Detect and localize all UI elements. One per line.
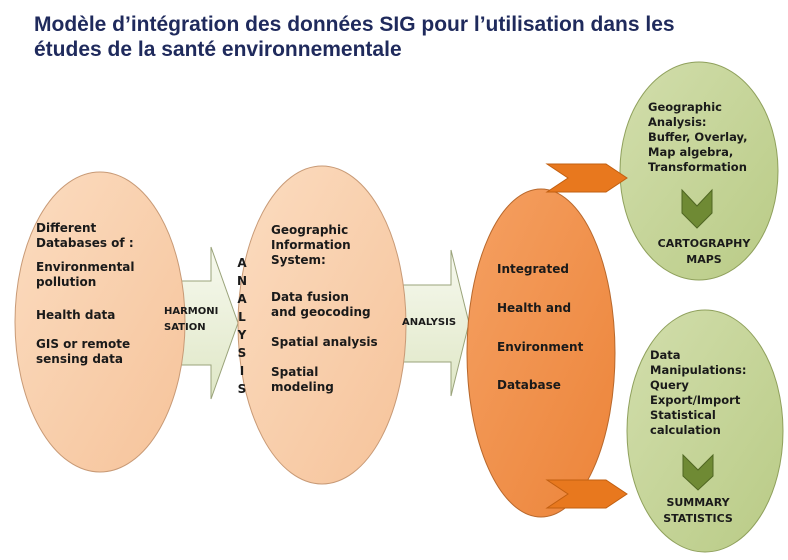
gis-item-spatial: Spatial (271, 365, 319, 379)
cartography-down-arrow (681, 188, 713, 229)
analysis-letter: A (237, 256, 247, 270)
gis-heading-3: System: (271, 253, 326, 267)
analysis-letter: Y (237, 328, 247, 342)
data-manip-line-5: Statistical (650, 408, 716, 422)
geographic-analysis-ellipse (619, 61, 779, 281)
databases-item-health: Health data (36, 308, 116, 322)
harmonisation-line-2: SATION (164, 322, 206, 333)
integrated-line-4: Database (497, 378, 561, 392)
page-title-line-2: études de la santé environnementale (34, 38, 402, 61)
data-manip-line-2: Manipulations: (650, 363, 747, 377)
integrated-line-1: Integrated (497, 262, 569, 276)
databases-item-gis: GIS or remote (36, 337, 131, 351)
analysis-letter: L (238, 310, 246, 324)
cartography-maps-label: CARTOGRAPHY MAPS (650, 236, 758, 268)
page-title-line-1: Modèle d’intégration des données SIG pou… (34, 13, 675, 36)
statistics-down-arrow (682, 453, 714, 491)
databases-item-sensing: sensing data (36, 352, 123, 366)
statistics-line: STATISTICS (663, 512, 733, 525)
databases-heading-1: Different (36, 221, 97, 235)
gis-item-modeling: modeling (271, 380, 334, 394)
integrated-line-3: Environment (497, 340, 584, 354)
data-manip-line-6: calculation (650, 423, 721, 437)
databases-item-pollution: pollution (36, 275, 97, 289)
gis-text: Geographic Information System: Data fusi… (271, 223, 378, 395)
analysis-letter: N (236, 274, 248, 288)
integrated-database-ellipse (466, 188, 616, 518)
summary-line: SUMMARY (666, 496, 730, 509)
cartography-line: CARTOGRAPHY (657, 237, 751, 250)
analysis-vertical-label: A N A L Y S I S (235, 254, 249, 398)
geo-analysis-line-2: Analysis: (648, 115, 707, 129)
page-title: Modèle d’intégration des données SIG pou… (34, 12, 774, 62)
data-manip-line-4: Export/Import (650, 393, 741, 407)
data-manip-line-3: Query (650, 378, 689, 392)
gis-heading-2: Information (271, 238, 351, 252)
gis-item-data-fusion: Data fusion (271, 290, 349, 304)
maps-line: MAPS (686, 253, 722, 266)
harmonisation-label: HARMONI SATION (164, 305, 218, 334)
data-manip-line-1: Data (650, 348, 681, 362)
geo-analysis-line-4: Map algebra, (648, 145, 734, 159)
data-manipulations-text: Data Manipulations: Query Export/Import … (650, 348, 746, 438)
gis-item-geocoding: and geocoding (271, 305, 371, 319)
integrated-text: Integrated Health and Environment Databa… (497, 262, 583, 393)
gis-item-spatial-analysis: Spatial analysis (271, 335, 378, 349)
analysis-letter: I (239, 364, 245, 378)
analysis-arrow (396, 249, 470, 397)
analysis-arrow-label: ANALYSIS (402, 317, 457, 328)
upper-orange-arrow (545, 163, 628, 193)
analysis-letter: S (237, 382, 247, 396)
gis-ellipse (237, 165, 407, 485)
harmonisation-line-1: HARMONI (164, 306, 219, 317)
databases-ellipse (14, 171, 186, 473)
analysis-letter: S (237, 346, 247, 360)
lower-orange-arrow (545, 479, 628, 509)
summary-statistics-label: SUMMARY STATISTICS (648, 495, 748, 527)
geographic-analysis-text: Geographic Analysis: Buffer, Overlay, Ma… (648, 100, 748, 175)
data-manipulations-ellipse (626, 309, 784, 553)
geo-analysis-line-3: Buffer, Overlay, (648, 130, 748, 144)
databases-item-environmental: Environmental (36, 260, 135, 274)
geo-analysis-line-5: Transformation (648, 160, 747, 174)
geo-analysis-line-1: Geographic (648, 100, 722, 114)
analysis-letter: A (237, 292, 247, 306)
gis-heading-1: Geographic (271, 223, 349, 237)
databases-text: Different Databases of : Environmental p… (36, 221, 135, 367)
integrated-line-2: Health and (497, 301, 572, 315)
databases-heading-2: Databases of : (36, 236, 134, 250)
